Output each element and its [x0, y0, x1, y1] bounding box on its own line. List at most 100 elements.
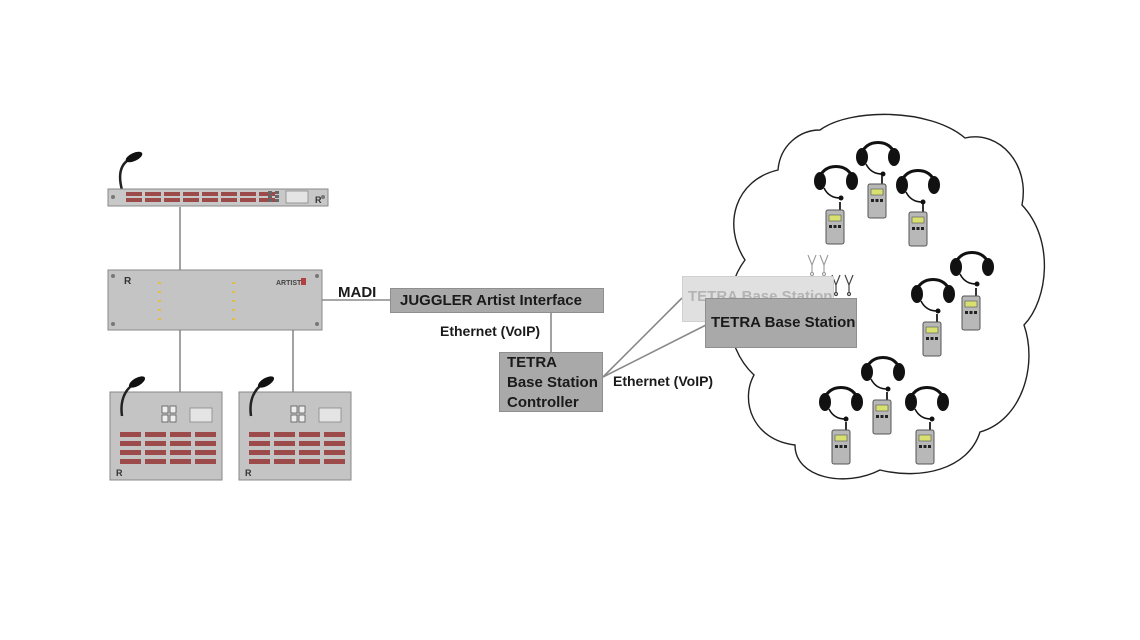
- station-key: [324, 432, 345, 437]
- radio-handset-icon: [908, 204, 928, 247]
- antenna-icon: [844, 274, 854, 297]
- station-key: [170, 432, 191, 437]
- base-station-label: TETRA Base Station: [711, 314, 856, 331]
- line-bsc-to-station: [602, 324, 707, 378]
- headset-icon: [861, 356, 905, 392]
- rack-button: [202, 198, 218, 202]
- svg-text:R: R: [315, 195, 322, 205]
- station-key: [274, 432, 295, 437]
- desktop-station: R: [238, 376, 352, 481]
- ethernet-label-right: Ethernet (VoIP): [613, 373, 714, 389]
- radio-handset-icon: [915, 422, 935, 465]
- headset-icon: [905, 386, 949, 422]
- juggler-label: JUGGLER Artist Interface: [400, 292, 582, 309]
- matrix-led: [232, 291, 235, 293]
- station-key: [170, 441, 191, 446]
- station-key: [249, 459, 270, 464]
- gooseneck-microphone-icon: [118, 156, 133, 191]
- bsc-label-line3: Controller: [507, 394, 579, 411]
- matrix-led: [158, 282, 161, 284]
- base-station-controller-box: TETRA Base Station Controller: [499, 352, 603, 412]
- connector-lines: [179, 207, 707, 392]
- rack-button: [183, 192, 199, 196]
- station-key: [120, 459, 141, 464]
- svg-text:R: R: [116, 468, 123, 478]
- matrix-frame-device: R ARTIST: [107, 269, 323, 331]
- station-key: [299, 459, 320, 464]
- station-key: [120, 432, 141, 437]
- radio-handset-icon: [961, 288, 981, 331]
- ethernet-label-top: Ethernet (VoIP): [440, 323, 541, 339]
- bsc-label-line1: TETRA: [507, 354, 557, 371]
- rack-button: [259, 198, 275, 202]
- radio-handset-icon: [922, 314, 942, 357]
- antenna-icon: [819, 254, 829, 277]
- station-key: [145, 441, 166, 446]
- station-key: [249, 432, 270, 437]
- rack-button: [164, 192, 180, 196]
- matrix-led: [232, 318, 235, 320]
- matrix-led: [158, 318, 161, 320]
- matrix-led: [232, 300, 235, 302]
- station-key: [195, 459, 216, 464]
- headset-icon: [819, 386, 863, 422]
- station-key: [274, 459, 295, 464]
- rack-button: [145, 192, 161, 196]
- rack-button: [221, 198, 237, 202]
- station-key: [170, 459, 191, 464]
- svg-text:R: R: [124, 276, 132, 287]
- station-key: [120, 450, 141, 455]
- station-key: [145, 459, 166, 464]
- matrix-led: [232, 309, 235, 311]
- headset-icon: [911, 278, 955, 314]
- rack-button: [183, 198, 199, 202]
- station-key: [249, 441, 270, 446]
- rack-button: [126, 198, 142, 202]
- radio-handset-icon: [825, 202, 845, 245]
- station-key: [145, 450, 166, 455]
- rack-button: [202, 192, 218, 196]
- antenna-icons: [807, 254, 829, 277]
- bsc-label-line2: Base Station: [507, 374, 598, 391]
- station-key: [274, 441, 295, 446]
- rack-button: [259, 192, 275, 196]
- station-key: [195, 441, 216, 446]
- matrix-led: [232, 282, 235, 284]
- headset-icon: [950, 251, 994, 287]
- station-key: [299, 432, 320, 437]
- matrix-led: [158, 309, 161, 311]
- rack-button: [221, 192, 237, 196]
- madi-label: MADI: [338, 284, 377, 301]
- headset-icon: [856, 141, 900, 177]
- antenna-icon: [807, 254, 817, 277]
- rack-button: [145, 198, 161, 202]
- station-key: [299, 450, 320, 455]
- station-key: [324, 450, 345, 455]
- station-key: [299, 441, 320, 446]
- station-key: [249, 450, 270, 455]
- svg-text:ARTIST: ARTIST: [276, 280, 302, 287]
- rack-button-grid: [126, 191, 279, 202]
- rack-button: [126, 192, 142, 196]
- svg-text:R: R: [245, 468, 252, 478]
- station-key: [145, 432, 166, 437]
- juggler-box: JUGGLER Artist Interface: [390, 288, 604, 313]
- station-key: [324, 459, 345, 464]
- rack-panel-device: R: [107, 151, 329, 207]
- station-key: [274, 450, 295, 455]
- radio-handset-icon: [872, 392, 892, 435]
- station-key: [170, 450, 191, 455]
- coverage-cloud: [728, 113, 1046, 480]
- headset-icon: [896, 169, 940, 205]
- radio-handset-icon: [867, 176, 887, 219]
- station-key: [195, 432, 216, 437]
- rack-button: [164, 198, 180, 202]
- line-bsc-to-ghost-station: [602, 297, 683, 378]
- rack-button: [240, 198, 256, 202]
- station-key: [120, 441, 141, 446]
- radio-handset-icon: [831, 422, 851, 465]
- headset-icon: [814, 165, 858, 201]
